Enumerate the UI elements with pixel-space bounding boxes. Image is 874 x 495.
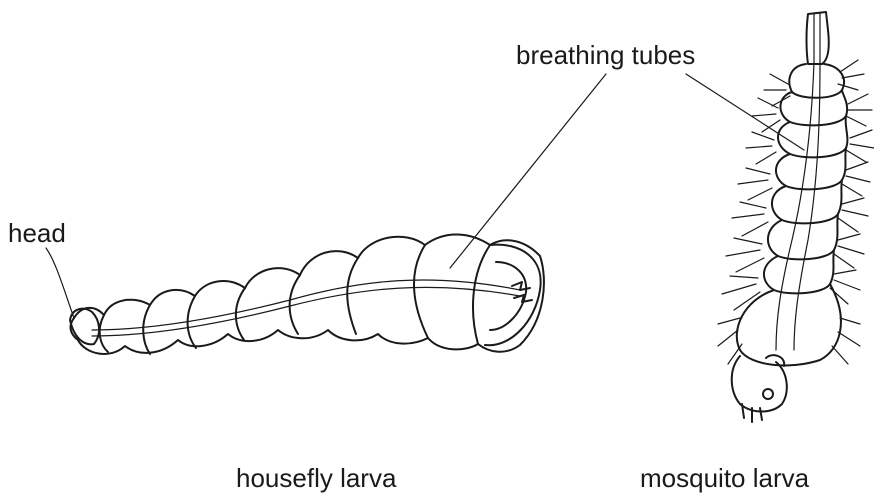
head-leader-line bbox=[46, 248, 74, 318]
mosquito-head bbox=[732, 356, 787, 412]
mosquito-thorax bbox=[737, 284, 841, 365]
housefly-larva-caption: housefly larva bbox=[236, 465, 396, 491]
mosquito-eye bbox=[763, 389, 773, 399]
housefly-larva bbox=[70, 234, 544, 354]
breathing-tubes-leader-housefly bbox=[450, 74, 606, 268]
breathing-tubes-leader-mosquito bbox=[686, 74, 804, 150]
mosquito-larva-caption: mosquito larva bbox=[640, 465, 809, 491]
breathing-tubes-label: breathing tubes bbox=[516, 42, 695, 68]
housefly-head bbox=[70, 309, 99, 345]
mosquito-breathing-tubes bbox=[776, 62, 820, 350]
housefly-breathing-tubes bbox=[92, 280, 532, 336]
mosquito-larva bbox=[718, 12, 874, 422]
head-label: head bbox=[8, 220, 66, 246]
mosquito-segments bbox=[764, 64, 847, 293]
mosquito-siphon bbox=[807, 12, 829, 64]
leader-lines bbox=[46, 74, 804, 318]
